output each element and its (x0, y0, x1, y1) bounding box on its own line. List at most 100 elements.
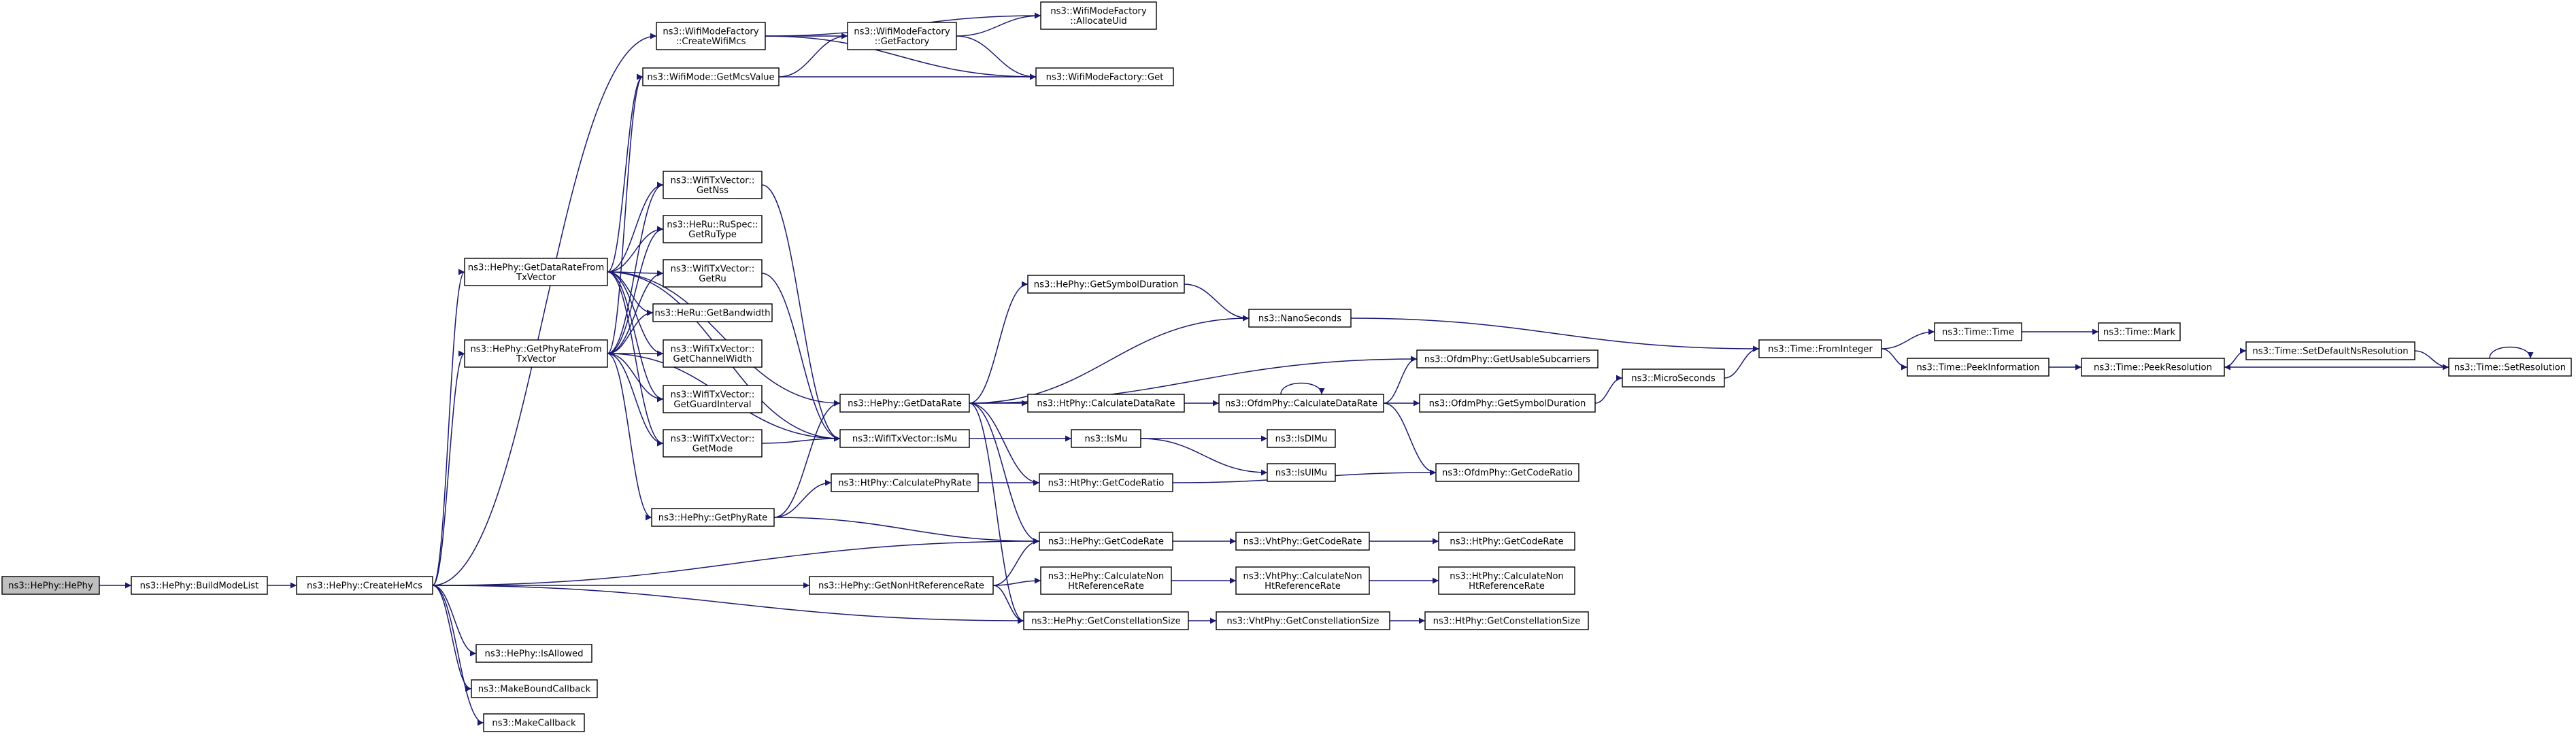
node-box (1267, 429, 1336, 448)
edge-getphyratefromtxvector-to-wifitxvector-getguardinterval (607, 353, 664, 402)
node-box (809, 576, 994, 595)
node-htphy-getconstellationsize[interactable]: ns3::HtPhy::GetConstellationSize (1424, 611, 1589, 630)
node-makeboundcallback[interactable]: ns3::MakeBoundCallback (471, 679, 598, 698)
node-hephy-getcoderate[interactable]: ns3::HePhy::GetCodeRate (1039, 532, 1173, 551)
node-htphy-calculatephyrate[interactable]: ns3::HtPhy::CalculatePhyRate (831, 473, 979, 492)
node-makecallback[interactable]: ns3::MakeCallback (483, 713, 585, 732)
node-vhtphy-getconstellationsize[interactable]: ns3::VhtPhy::GetConstellationSize (1216, 611, 1390, 630)
node-ofdmphy-getusablesubcarriers[interactable]: ns3::OfdmPhy::GetUsableSubcarriers (1416, 349, 1599, 368)
node-box (1039, 532, 1173, 551)
node-htphy-getcoderate[interactable]: ns3::HtPhy::GetCodeRate (1438, 532, 1575, 551)
node-label: ns3::HePhy::GetDataRateFrom (468, 262, 604, 273)
node-time-frominteger[interactable]: ns3::Time::FromInteger (1758, 339, 1882, 358)
node-box (1267, 463, 1336, 482)
node-box (1216, 611, 1390, 630)
node-hephy-isallowed[interactable]: ns3::HePhy::IsAllowed (475, 644, 592, 663)
edge-time-frominteger-to-time-time (1881, 328, 1935, 349)
node-ofdmphy-getcoderatio[interactable]: ns3::OfdmPhy::GetCodeRatio (1435, 463, 1579, 482)
node-wifitxvector-getchannelwidth[interactable]: ns3::WifiTxVector::GetChannelWidth (663, 339, 763, 368)
edge-ofdmphy-getsymbolduration-to-microseconds (1594, 375, 1623, 404)
node-isdlmu[interactable]: ns3::IsDlMu (1267, 429, 1336, 448)
edge-hephy-getnonhtreferencerate-to-hephy-getconstellationsize (992, 585, 1024, 624)
edge-ofdmphy-calculatedatarate-to-ofdmphy-calculatedatarate (1280, 382, 1325, 395)
node-ofdmphy-calculatedatarate[interactable]: ns3::OfdmPhy::CalculateDataRate (1218, 394, 1384, 413)
node-hephy-getsymbolduration[interactable]: ns3::HePhy::GetSymbolDuration (1027, 275, 1185, 294)
node-ismu[interactable]: ns3::IsMu (1071, 429, 1141, 448)
node-label: ns3::WifiModeFactory (663, 27, 759, 37)
node-label: ns3::WifiModeFactory (854, 27, 950, 37)
edge-hephy-getnonhtreferencerate-to-hephy-calculatenonhtreferencerate (992, 577, 1041, 586)
node-wifimodefactory-createwifimcs[interactable]: ns3::WifiModeFactory::CreateWifiMcs (656, 22, 766, 50)
node-wifimodefactory-get[interactable]: ns3::WifiModeFactory::Get (1035, 67, 1174, 86)
node-box (651, 508, 775, 527)
node-box (464, 258, 608, 286)
node-wifimodefactory-allocateuid[interactable]: ns3::WifiModeFactory::AllocateUid (1040, 1, 1157, 30)
node-box (1023, 611, 1189, 630)
node-label: GetRuType (688, 230, 737, 240)
node-time-time[interactable]: ns3::Time::Time (1934, 322, 2022, 341)
node-box (1622, 368, 1725, 388)
node-hephy-getphyrate[interactable]: ns3::HePhy::GetPhyRate (651, 508, 775, 527)
node-wifitxvector-getmode[interactable]: ns3::WifiTxVector::GetMode (663, 429, 763, 458)
node-box (663, 171, 763, 199)
node-hephy-getdatarate[interactable]: ns3::HePhy::GetDataRate (839, 394, 970, 413)
edge-getphyratefromtxvector-to-wifitxvector-getmode (607, 353, 664, 447)
node-label: ns3::HeRu::GetBandwidth (654, 309, 770, 319)
node-wifitxvector-getguardinterval[interactable]: ns3::WifiTxVector::GetGuardInterval (663, 385, 763, 413)
node-label: ns3::HeRu::RuSpec:: (667, 220, 758, 230)
node-wifimodefactory-getfactory[interactable]: ns3::WifiModeFactory::GetFactory (847, 22, 957, 50)
node-heru-ruspec-getrutype[interactable]: ns3::HeRu::RuSpec::GetRuType (663, 215, 763, 243)
node-time-peekinformation[interactable]: ns3::Time::PeekInformation (1907, 358, 2050, 377)
node-hephy-getconstellationsize[interactable]: ns3::HePhy::GetConstellationSize (1023, 611, 1189, 630)
edge-getdataratefromtxvector-to-wifitxvector-getmode (607, 271, 664, 447)
node-label: ns3::HePhy::GetPhyRateFrom (470, 344, 601, 354)
node-time-setdefaultnsresolution[interactable]: ns3::Time::SetDefaultNsResolution (2245, 341, 2415, 360)
node-time-mark[interactable]: ns3::Time::Mark (2098, 322, 2181, 341)
node-box (663, 215, 763, 243)
node-hephy-getnonhtreferencerate[interactable]: ns3::HePhy::GetNonHtReferenceRate (809, 576, 994, 595)
node-label: ns3::MicroSeconds (1631, 374, 1716, 384)
node-box (1907, 358, 2050, 377)
node-wifitxvector-getru[interactable]: ns3::WifiTxVector::GetRu (663, 259, 763, 288)
node-label: ns3::HtPhy::CalculateNon (1450, 571, 1564, 581)
edge-hephy-getdatarate-to-htphy-getcoderatio (969, 402, 1040, 486)
node-hephy[interactable]: ns3::HePhy::HePhy (1, 576, 100, 595)
node-wifitxvector-getnss[interactable]: ns3::WifiTxVector::GetNss (663, 171, 763, 199)
node-label: ns3::WifiTxVector:: (671, 434, 755, 444)
node-box (656, 22, 766, 50)
node-createhemcs[interactable]: ns3::HePhy::CreateHeMcs (296, 576, 433, 595)
node-isulmu[interactable]: ns3::IsUlMu (1267, 463, 1336, 482)
node-time-setresolution[interactable]: ns3::Time::SetResolution (2448, 358, 2572, 377)
node-label: ns3::OfdmPhy::GetCodeRatio (1442, 468, 1573, 479)
edge-getphyratefromtxvector-to-wifimode-getmcsvalue (607, 73, 643, 354)
node-htphy-calculatedatarate[interactable]: ns3::HtPhy::CalculateDataRate (1027, 394, 1185, 413)
node-box (1027, 394, 1185, 413)
node-box (663, 259, 763, 288)
node-vhtphy-getcoderate[interactable]: ns3::VhtPhy::GetCodeRate (1235, 532, 1370, 551)
edge-hephy-getphyrate-to-htphy-calculatephyrate (773, 479, 832, 518)
node-htphy-getcoderatio[interactable]: ns3::HtPhy::GetCodeRatio (1039, 473, 1173, 492)
node-ofdmphy-getsymbolduration[interactable]: ns3::OfdmPhy::GetSymbolDuration (1419, 394, 1596, 413)
node-label: ns3::OfdmPhy::CalculateDataRate (1225, 399, 1377, 409)
node-box (1235, 532, 1370, 551)
node-box (1438, 566, 1575, 595)
node-nanoseconds[interactable]: ns3::NanoSeconds (1248, 309, 1352, 328)
node-label: ns3::IsMu (1084, 434, 1127, 445)
node-label: ns3::HePhy::IsAllowed (484, 649, 583, 659)
node-wifimode-getmcsvalue[interactable]: ns3::WifiMode::GetMcsValue (642, 67, 780, 86)
node-box (1071, 429, 1141, 448)
node-wifitxvector-ismu[interactable]: ns3::WifiTxVector::IsMu (839, 429, 970, 448)
node-heru-getbandwidth[interactable]: ns3::HeRu::GetBandwidth (652, 303, 773, 322)
edge-time-setdefaultnsresolution-to-time-setresolution (2414, 350, 2449, 371)
node-box (475, 644, 592, 663)
node-time-peekresolution[interactable]: ns3::Time::PeekResolution (2081, 358, 2225, 377)
node-label: ns3::WifiModeFactory::Get (1046, 73, 1164, 83)
node-buildmodelist[interactable]: ns3::HePhy::BuildModeList (131, 576, 268, 595)
node-microseconds[interactable]: ns3::MicroSeconds (1622, 368, 1725, 388)
